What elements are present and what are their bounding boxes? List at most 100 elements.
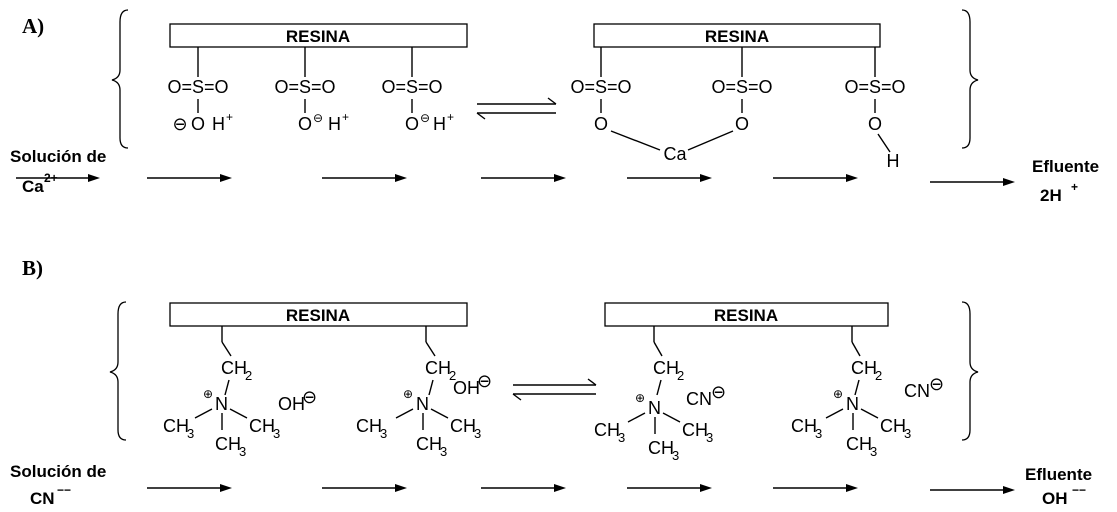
sulfonate-group: O=S=O <box>381 77 442 97</box>
minus-charge: ⊖ <box>929 374 944 394</box>
svg-text:3: 3 <box>474 426 481 441</box>
svg-text:3: 3 <box>870 444 877 459</box>
methyl: CH <box>791 416 817 436</box>
methyl: CH <box>416 434 442 454</box>
resin-bar <box>604 302 889 327</box>
oxygen-atom: O <box>298 114 312 134</box>
proton-charge: + <box>342 110 349 124</box>
minus-charge: ⊖ <box>313 111 323 125</box>
sulfonate-group: O=S=O <box>274 77 335 97</box>
output-ion: OH <box>1042 489 1068 508</box>
panel-a-right-brace <box>961 9 979 149</box>
cyanide-ion: CN <box>904 381 930 401</box>
output-label: Efluente <box>1025 465 1092 484</box>
methyl: CH <box>163 416 189 436</box>
flow-arrows-b <box>147 484 1015 494</box>
nitrogen-atom: N <box>846 394 859 414</box>
nitrogen-atom: N <box>648 398 661 418</box>
sulfonate-group: O=S=O <box>844 77 905 97</box>
sulfonate-group: O=S=O <box>570 77 631 97</box>
svg-text:3: 3 <box>187 426 194 441</box>
panel-b-right-brace <box>961 301 979 441</box>
methyl: CH <box>846 434 872 454</box>
resin-a-left: RESINA O=S=O O=S=O O=S=O ⊖ O H + O ⊖ H +… <box>167 23 468 134</box>
hydroxide-ion: OH <box>278 394 305 414</box>
minus-charge: ⊖ <box>711 382 726 402</box>
plus-charge: ⊕ <box>833 387 843 401</box>
methyl: CH <box>648 438 674 458</box>
proton: H <box>433 114 446 134</box>
svg-text:3: 3 <box>618 430 625 445</box>
proton: H <box>212 114 225 134</box>
input-label: Solución de <box>10 462 106 481</box>
svg-text:3: 3 <box>273 426 280 441</box>
equilibrium-arrows <box>476 97 557 120</box>
svg-text:2: 2 <box>245 368 252 383</box>
panel-b-left-brace <box>109 301 127 441</box>
flow-arrows-a <box>16 174 1015 186</box>
methyl: CH <box>880 416 906 436</box>
oxygen-atom: O <box>594 114 608 134</box>
output-ion: 2H <box>1040 186 1062 205</box>
resin-a-right: RESINA O=S=O O=S=O O=S=O O O O Ca H <box>570 23 906 171</box>
panel-b: B) RESINA CH 2 ⊕ N CH 3 CH 3 CH 3 OH ⊖ <box>10 256 1092 508</box>
minus-charge: ⊖ <box>477 371 492 391</box>
methyl: CH <box>682 420 708 440</box>
sulfonate-group: O=S=O <box>167 77 228 97</box>
resin-label: RESINA <box>714 306 778 325</box>
svg-text:2: 2 <box>449 368 456 383</box>
output-label: Efluente <box>1032 157 1099 176</box>
sulfonate-group: O=S=O <box>711 77 772 97</box>
panel-b-label: B) <box>22 256 43 280</box>
input-ion: CN <box>30 489 55 508</box>
methyl: CH <box>594 420 620 440</box>
panel-a-label: A) <box>22 14 44 38</box>
output-ion-charge: −− <box>1072 483 1086 497</box>
input-label: Solución de <box>10 147 106 166</box>
minus-charge: ⊖ <box>420 111 430 125</box>
methyl: CH <box>249 416 275 436</box>
input-ion: Ca <box>22 177 44 196</box>
plus-charge: ⊕ <box>403 387 413 401</box>
resin-bar <box>593 23 881 48</box>
methylene: CH <box>221 358 247 378</box>
resin-bar <box>169 23 468 48</box>
nitrogen-atom: N <box>416 394 429 414</box>
proton: H <box>328 114 341 134</box>
svg-text:3: 3 <box>815 426 822 441</box>
plus-charge: ⊕ <box>635 391 645 405</box>
svg-text:3: 3 <box>706 430 713 445</box>
oxygen-atom: O <box>735 114 749 134</box>
methyl: CH <box>450 416 476 436</box>
panel-a: A) RESINA O=S=O O=S=O O=S=O ⊖ O H + O ⊖ <box>10 9 1099 205</box>
resin-b-right: RESINA CH 2 ⊕ N CH 3 CH 3 CH 3 CN ⊖ CH 2 <box>594 302 944 463</box>
resin-label: RESINA <box>286 306 350 325</box>
nitrogen-atom: N <box>215 394 228 414</box>
oxygen-atom: O <box>191 114 205 134</box>
proton-charge: + <box>447 110 454 124</box>
resin-label: RESINA <box>286 27 350 46</box>
resin-b-left: RESINA CH 2 ⊕ N CH 3 CH 3 CH 3 OH ⊖ CH 2 <box>163 302 492 459</box>
equilibrium-arrows <box>512 378 597 401</box>
oxygen-atom: O <box>868 114 882 134</box>
minus-charge: ⊖ <box>172 114 187 134</box>
methylene: CH <box>851 358 877 378</box>
minus-charge: ⊖ <box>302 387 317 407</box>
plus-charge: ⊕ <box>203 387 213 401</box>
svg-text:3: 3 <box>440 444 447 459</box>
resin-label: RESINA <box>705 27 769 46</box>
methylene: CH <box>653 358 679 378</box>
cyanide-ion: CN <box>686 389 712 409</box>
input-ion-charge: −− <box>57 483 71 497</box>
oxygen-atom: O <box>405 114 419 134</box>
hydroxide-ion: OH <box>453 378 480 398</box>
svg-text:3: 3 <box>380 426 387 441</box>
methyl: CH <box>356 416 382 436</box>
svg-text:3: 3 <box>672 448 679 463</box>
proton-charge: + <box>226 110 233 124</box>
methylene: CH <box>425 358 451 378</box>
resin-bar <box>169 302 468 327</box>
output-ion-charge: + <box>1071 180 1078 194</box>
svg-text:2: 2 <box>875 368 882 383</box>
